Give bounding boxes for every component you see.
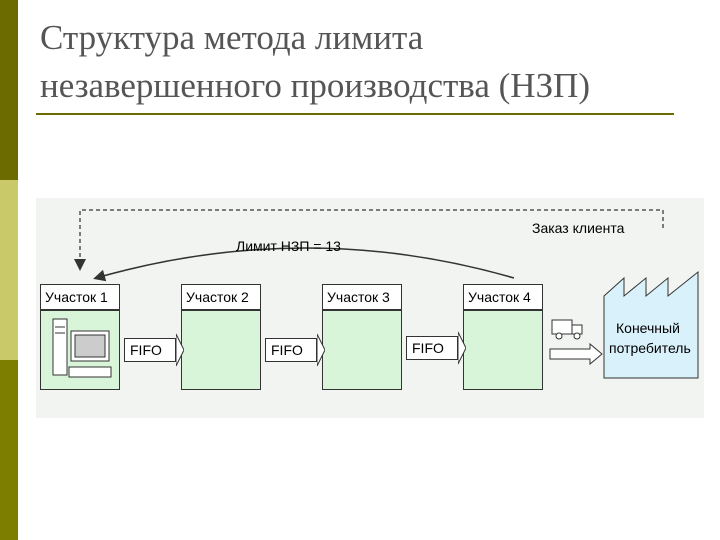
fifo-buffer-1: FIFO: [124, 338, 176, 362]
flow-arrow-2: [317, 333, 325, 367]
consumer-label-line-1: Конечный: [616, 320, 680, 336]
factory-icon: [603, 270, 699, 379]
side-bar-middle: [0, 180, 18, 360]
truck-icon: [551, 319, 583, 340]
flow-arrow-3: [458, 331, 466, 365]
title-underline: [36, 113, 674, 115]
computer-icon: [52, 318, 112, 378]
consumer-label-line-2: потребитель: [609, 340, 691, 356]
fifo-buffer-2: FIFO: [265, 338, 317, 362]
station-1-header: Участок 1: [40, 284, 120, 310]
slide-title: Структура метода лимита незавершенного п…: [40, 14, 680, 110]
station-3-header: Участок 3: [322, 284, 402, 310]
station-4-body: [463, 310, 543, 390]
station-2-header: Участок 2: [181, 284, 261, 310]
title-line-1: Структура метода лимита: [40, 18, 424, 57]
order-label: Заказ клиента: [532, 220, 625, 236]
wip-limit-diagram: Заказ клиента Лимит НЗП = 13 Участок 1 У…: [36, 198, 704, 418]
title-line-2: незавершенного производства (НЗП): [40, 66, 591, 105]
station-3-body: [322, 310, 402, 390]
flow-arrow-1: [176, 333, 184, 367]
station-1-body: [40, 310, 120, 390]
limit-label: Лимит НЗП = 13: [236, 238, 341, 254]
side-bar-bottom: [0, 360, 18, 540]
fifo-buffer-3: FIFO: [406, 336, 458, 360]
station-4-header: Участок 4: [463, 284, 543, 310]
station-2-body: [181, 310, 261, 390]
order-feedback-arrows: [74, 209, 664, 282]
side-bar-top: [0, 0, 18, 180]
delivery-arrow: [549, 342, 603, 366]
